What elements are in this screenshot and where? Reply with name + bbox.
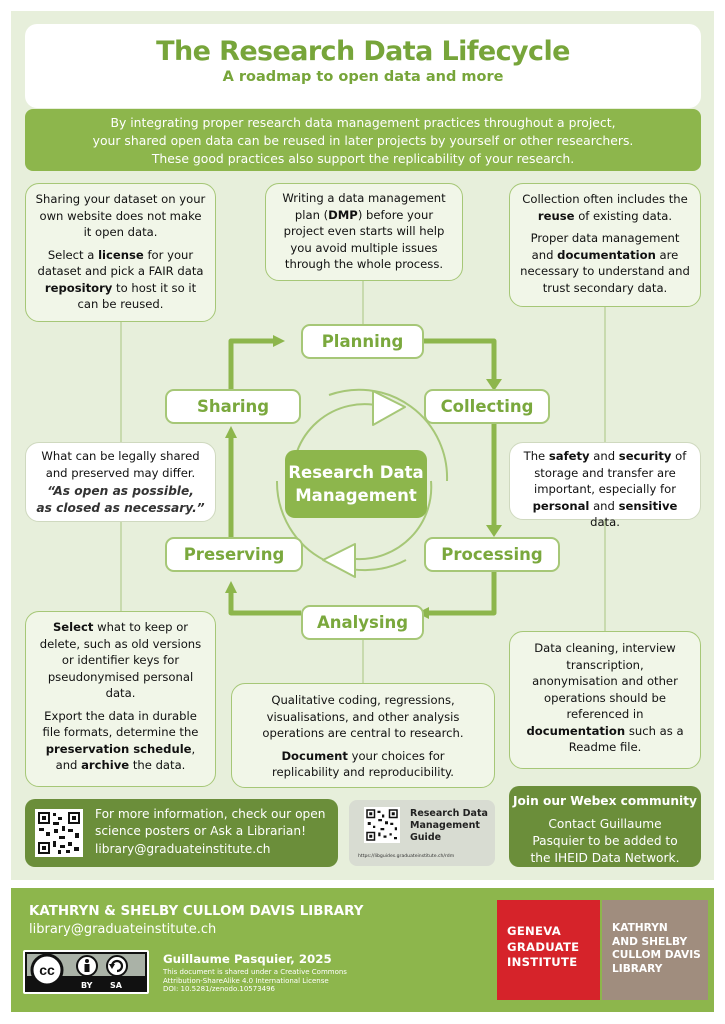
stage-preserving: Preserving (165, 537, 303, 572)
more-info-text: For more information, check our open sci… (95, 807, 326, 838)
note-collecting: Collection often includes the reuse of e… (509, 183, 701, 307)
center-line: Research Data (288, 463, 424, 482)
intro-line: your shared open data can be reused in l… (92, 133, 634, 148)
note-planning: Writing a data management plan (DMP) bef… (265, 183, 463, 281)
note-text: Qualitative coding, regressions, visuali… (262, 693, 464, 740)
quote: “As open as possible, (47, 484, 194, 498)
cycle-arrowhead (372, 390, 406, 426)
cycle-arrowhead (322, 543, 356, 578)
center-label: Research Data Management (285, 450, 427, 518)
email-link[interactable]: library@graduateinstitute.ch (95, 842, 271, 856)
logo-line: CULLOM DAVIS (612, 949, 701, 961)
flow-arrow-analysing-preserving (228, 591, 301, 616)
stage-processing: Processing (424, 537, 560, 572)
center-line: Management (295, 486, 417, 505)
cycle-arrow (328, 388, 449, 482)
guide-url[interactable]: https://libguides.graduateinstitute.ch/r… (358, 854, 455, 859)
svg-text:cc: cc (39, 962, 55, 978)
qr-code-icon[interactable] (35, 809, 83, 857)
author: Guillaume Pasquier, 2025 (163, 952, 332, 966)
intro-line: By integrating proper research data mana… (110, 115, 616, 130)
geneva-logo: GENEVA GRADUATE INSTITUTE (497, 900, 600, 1000)
note-text: Proper data management and documentation… (520, 231, 690, 295)
license-line: Attribution-ShareAlike 4.0 International… (163, 976, 329, 985)
quote: as closed as necessary.” (36, 501, 205, 515)
note-text: What can be legally shared and preserved… (41, 449, 200, 480)
webex-text: Contact Guillaume Pasquier to be added t… (530, 817, 680, 865)
footer: KATHRYN & SHELBY CULLOM DAVIS LIBRARY li… (11, 888, 714, 1012)
logo-line: GRADUATE (507, 939, 580, 954)
poster-background: The Research Data Lifecycle A roadmap to… (11, 11, 714, 880)
note-text: Export the data in durable file formats,… (42, 708, 199, 773)
note-analysing: Qualitative coding, regressions, visuali… (231, 683, 495, 788)
stage-collecting: Collecting (424, 389, 550, 424)
logo-line: KATHRYN (612, 922, 668, 934)
cc-sa-label: SA (110, 981, 122, 990)
page-title: The Research Data Lifecycle (156, 36, 570, 67)
guide-card[interactable]: Research Data Management Guide https://l… (349, 800, 495, 866)
license-line: This document is shared under a Creative… (163, 968, 347, 976)
cycle-arrow (355, 480, 433, 561)
info-box-webex: Join our Webex community Contact Guillau… (509, 786, 701, 867)
logo-line: GENEVA (507, 924, 562, 938)
cc-by-label: BY (81, 981, 93, 990)
flow-arrow-planning-collecting (424, 338, 497, 381)
cc-license-badge[interactable]: cc BY SA (23, 950, 149, 994)
note-security: The safety and security of storage and t… (509, 442, 701, 529)
note-text: Sharing your dataset on your own website… (35, 192, 206, 239)
note-text: Select what to keep or delete, such as o… (39, 620, 202, 700)
note-text: Data cleaning, interview transcription, … (526, 641, 684, 754)
logo-line: LIBRARY (612, 962, 663, 975)
note-text: Collection often includes the reuse of e… (522, 192, 688, 223)
info-box-more: For more information, check our open sci… (25, 799, 338, 867)
header: The Research Data Lifecycle A roadmap to… (25, 24, 701, 108)
cc-icon: cc (27, 953, 145, 987)
guide-title: Research Data Management Guide (410, 808, 488, 843)
note-processing: Data cleaning, interview transcription, … (509, 631, 701, 769)
note-preserving: Select what to keep or delete, such as o… (25, 611, 216, 787)
qr-code-icon[interactable] (364, 807, 400, 843)
logo-line: INSTITUTE (507, 955, 578, 969)
footer-library-name: KATHRYN & SHELBY CULLOM DAVIS LIBRARY (29, 904, 364, 919)
flow-arrow-sharing-planning (228, 338, 273, 396)
footer-email[interactable]: library@graduateinstitute.ch (29, 922, 217, 937)
stage-planning: Planning (301, 324, 424, 359)
stage-analysing: Analysing (301, 605, 424, 640)
intro-line: These good practices also support the re… (151, 151, 575, 166)
intro-banner: By integrating proper research data mana… (25, 109, 701, 171)
doi: DOI: 10.5281/zenodo.10573496 (163, 985, 276, 994)
stage-sharing: Sharing (165, 389, 301, 424)
logo-line: AND SHELBY (612, 935, 688, 948)
note-sharing: Sharing your dataset on your own website… (25, 183, 216, 322)
lifecycle-connectors (120, 281, 606, 683)
note-text: Document your choices for replicability … (272, 748, 454, 780)
license-text: This document is shared under a Creative… (163, 968, 347, 994)
page-subtitle: A roadmap to open data and more (222, 69, 504, 85)
note-text: The safety and security of storage and t… (523, 449, 687, 529)
note-text: Select a license for your dataset and pi… (37, 247, 204, 312)
note-legal: What can be legally shared and preserved… (25, 442, 216, 522)
webex-title: Join our Webex community (513, 794, 697, 808)
cycle-arrow (275, 480, 407, 572)
flow-arrow-processing-analysing (427, 571, 497, 616)
note-text: Writing a data management plan (DMP) bef… (282, 191, 446, 271)
davis-library-logo: KATHRYN AND SHELBY CULLOM DAVIS LIBRARY (602, 900, 708, 1000)
